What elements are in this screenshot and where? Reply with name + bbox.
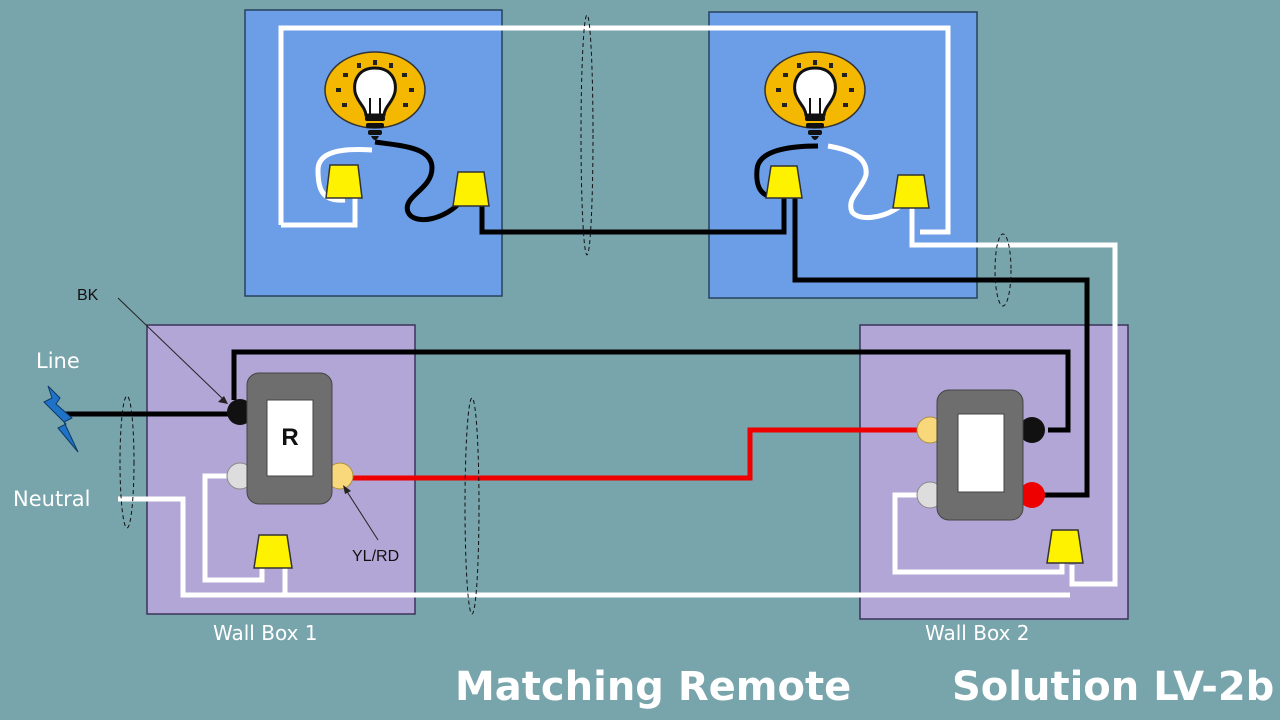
cable-marker-1 <box>580 14 594 256</box>
traveler-wire <box>345 427 925 481</box>
bk-pointer-arrow <box>218 396 228 404</box>
neutral-label: Neutral <box>13 487 91 511</box>
terminal-black <box>1019 417 1045 443</box>
neutral-wire-line-in <box>118 496 1070 598</box>
bk-pointer <box>117 297 225 401</box>
remote-switch <box>226 372 354 505</box>
neutral-wire-box2-out <box>909 206 1118 587</box>
neutral-wires <box>118 25 1118 598</box>
terminal-red <box>1019 482 1045 508</box>
cable-marker-2 <box>994 233 1012 307</box>
light-bulb-icon <box>324 51 426 140</box>
switch-paddle <box>266 399 314 477</box>
pointers <box>117 297 379 541</box>
wire-nut-icon <box>765 165 803 199</box>
load-wire-to-box2 <box>792 198 1090 498</box>
wire-nut-icon <box>253 534 293 569</box>
remote-switch-label: R <box>281 424 299 451</box>
ylrd-pointer-arrow <box>343 485 351 494</box>
cable-marker-4 <box>464 397 480 615</box>
neutral-wire-lamp2 <box>827 143 905 221</box>
wire-nut-icon <box>452 171 490 207</box>
line-label: Line <box>36 349 80 373</box>
ylrd-label: YL/RD <box>352 548 400 565</box>
title-matching-remote: Matching Remote <box>455 664 852 710</box>
neutral-wire-box2-switch <box>892 492 1065 575</box>
wall-box-2-caption: Wall Box 2 <box>925 621 1030 645</box>
load-wire-between-fixtures <box>479 198 787 235</box>
title-solution: Solution LV-2b <box>952 664 1275 710</box>
main-switch <box>916 389 1045 521</box>
hot-wires <box>65 139 1090 498</box>
load-wire-lamp1 <box>374 139 464 223</box>
fixture-box-2 <box>708 11 978 299</box>
hot-wire-box1-to-box2 <box>231 349 1071 433</box>
bk-label: BK <box>77 287 99 304</box>
ylrd-pointer <box>345 489 379 541</box>
neutral-wire-top-loop <box>278 25 951 235</box>
lightning-bolt-icon <box>43 385 79 453</box>
load-wire-lamp2 <box>754 143 819 199</box>
wire-nut-icon <box>325 164 363 199</box>
switch-paddle <box>957 413 1005 493</box>
wire-nuts <box>253 164 1084 569</box>
wire-nut-icon <box>892 174 930 209</box>
wall-box-1-caption: Wall Box 1 <box>213 621 318 645</box>
wire-nut-icon <box>1046 529 1084 564</box>
light-bulb-icon <box>764 51 866 140</box>
cable-marker-3 <box>119 395 135 529</box>
cable-markers <box>119 14 1012 615</box>
neutral-wire-box1-switch <box>202 473 265 583</box>
